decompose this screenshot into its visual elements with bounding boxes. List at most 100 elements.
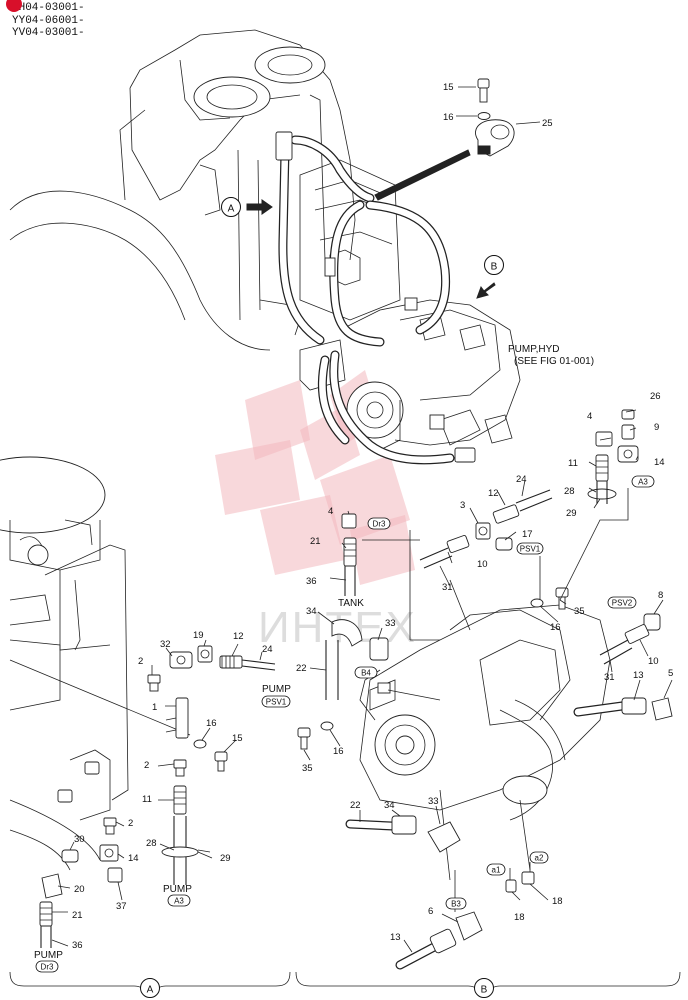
part-number: 15: [443, 82, 454, 93]
clamp-detail: [456, 78, 541, 157]
tag-psv1-left: PSV1: [266, 698, 287, 707]
part-number: 30: [74, 834, 85, 845]
part-number: 2: [128, 818, 133, 829]
part-number: 24: [262, 644, 273, 655]
part-number: 16: [333, 746, 344, 757]
pump-note-line1: PUMP,HYD: [508, 344, 560, 355]
hose-fitting-top: [275, 131, 293, 161]
pump-body-view-b: [359, 604, 611, 881]
part-number: 10: [648, 656, 659, 667]
label-pump-psv1: PUMP: [262, 684, 291, 695]
part-number: 18: [552, 896, 563, 907]
tag-b4: B4: [361, 669, 371, 678]
part-number: 29: [566, 508, 577, 519]
pump-fitting-1: [404, 297, 418, 311]
pump-note-line2: (SEE FIG 01-001): [514, 356, 594, 367]
part-number: 29: [220, 853, 231, 864]
part-number: 11: [142, 794, 152, 805]
view-arrow-b-icon: [476, 282, 496, 299]
part-number: 14: [654, 457, 665, 468]
part-number: 34: [384, 800, 395, 811]
section-label-b: B: [481, 985, 488, 996]
part-number: 33: [385, 618, 396, 629]
part-number: 5: [668, 668, 673, 679]
label-pump-a3: PUMP: [163, 884, 192, 895]
part-number: 19: [193, 630, 204, 641]
part-number: 22: [350, 800, 361, 811]
part-number: 17: [522, 529, 533, 540]
machine-frame-view-a: [0, 456, 191, 871]
leader-lines: [51, 409, 673, 953]
part-number: 6: [428, 906, 433, 917]
view-marker-b: B: [476, 255, 504, 299]
tag-a2: a2: [535, 854, 544, 863]
part-number: 2: [144, 760, 149, 771]
part-number: 16: [443, 112, 454, 123]
section-bracket-a: A: [9, 971, 291, 998]
part-number: 35: [574, 606, 585, 617]
part-number: 36: [306, 576, 317, 587]
part-number: 25: [542, 118, 553, 129]
view-marker-a-letter: A: [228, 204, 235, 215]
part-number: 22: [296, 663, 307, 674]
part-number: 24: [516, 474, 527, 485]
label-tank: TANK: [338, 598, 364, 609]
serial-range-block: YH04-03001- YY04-06001- YV04-03001-: [6, 0, 85, 40]
tag-dr3-top: Dr3: [373, 520, 386, 529]
part-number: 4: [328, 506, 333, 517]
part-number: 32: [160, 639, 171, 650]
part-number: 36: [72, 940, 83, 951]
watermark-logo: [215, 370, 415, 585]
part-number-labels: 15 16 25 26 4 9 14 11 28 29 12 24 3 17 1…: [72, 82, 673, 951]
machine-body-outline: [9, 29, 401, 351]
part-number: 12: [233, 631, 244, 642]
part-number: 13: [390, 932, 401, 943]
part-number: 33: [428, 796, 439, 807]
part-number: 21: [72, 910, 83, 921]
part-number: 8: [658, 590, 663, 601]
serial-line-1: YH04-03001-: [12, 2, 85, 14]
part-number: 10: [477, 559, 488, 570]
port-tags: Dr3 PSV1 A3 PSV2 B4 PSV1 A3 Dr3 a1 a2 B3: [35, 475, 655, 973]
corner-marker-dot: [6, 0, 22, 12]
part-number: 21: [310, 536, 321, 547]
part-number: 37: [116, 901, 127, 912]
part-number: 31: [442, 582, 453, 593]
serial-line-2: YY04-06001-: [12, 14, 85, 27]
label-pump-dr3: PUMP: [34, 950, 63, 961]
part-number: 16: [206, 718, 217, 729]
part-number: 12: [488, 488, 499, 499]
tag-psv1-right: PSV1: [520, 545, 541, 554]
part-number: 34: [306, 606, 317, 617]
part-number: 26: [650, 391, 661, 402]
part-number: 35: [302, 763, 313, 774]
view-a-exploded-parts: [39, 645, 276, 948]
part-number: 1: [152, 702, 157, 713]
tag-a3-left: A3: [174, 897, 184, 906]
tag-psv2: PSV2: [612, 599, 633, 608]
valve-fitting: [324, 257, 336, 277]
section-bracket-b: B: [295, 971, 681, 998]
part-number: 28: [564, 486, 575, 497]
part-number: 28: [146, 838, 157, 849]
part-number: 15: [232, 733, 243, 744]
clamp-pointer-wedge: [374, 149, 471, 201]
part-number: 13: [633, 670, 644, 681]
part-number: 18: [514, 912, 525, 923]
tag-a1: a1: [492, 866, 501, 875]
part-number: 3: [460, 500, 465, 511]
view-marker-a: A: [221, 197, 273, 217]
part-number: 11: [568, 458, 578, 469]
part-number: 31: [604, 672, 615, 683]
part-number: 9: [654, 422, 659, 433]
hydraulic-hoses-top: [278, 135, 455, 465]
part-number: 16: [550, 622, 561, 633]
serial-line-3: YV04-03001-: [12, 27, 85, 39]
view-marker-b-letter: B: [491, 262, 498, 273]
pump-fitting-2: [429, 414, 445, 430]
section-label-a: A: [147, 985, 154, 996]
view-arrow-a-icon: [246, 199, 273, 215]
part-number: 14: [128, 853, 139, 864]
hose-end-fitting: [454, 447, 476, 463]
